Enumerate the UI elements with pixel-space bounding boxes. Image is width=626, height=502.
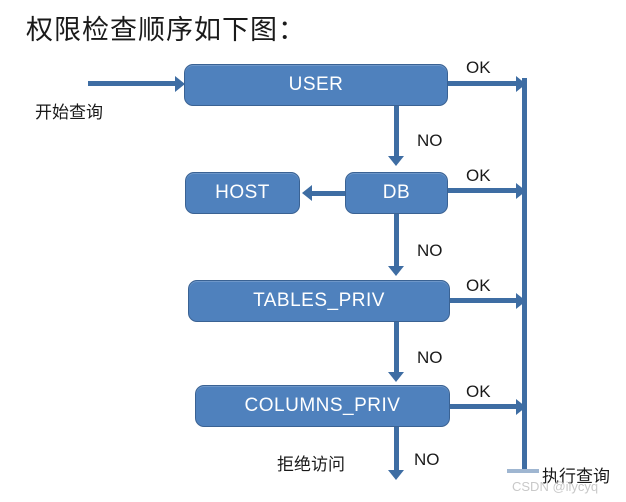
node-host[interactable]: HOST [185,172,300,214]
tables-ok-label: OK [466,276,491,295]
db-no-label: NO [417,241,443,260]
user-no-arrow-head [388,156,404,166]
node-user[interactable]: USER [184,64,448,106]
watermark: CSDN @ilycyq [512,479,599,494]
node-columns-priv-label: COLUMNS_PRIV [244,395,401,416]
db-to-host-arrow-head [302,185,312,201]
user-no-label: NO [417,131,443,150]
node-tables-priv[interactable]: TABLES_PRIV [188,280,450,322]
entry-connector-line [88,81,176,86]
node-tables-priv-label: TABLES_PRIV [253,290,385,311]
node-db-label: DB [382,182,411,203]
node-host-label: HOST [215,182,270,203]
tables-no-connector [393,322,399,374]
tables-ok-arrow-head [516,292,526,309]
db-no-arrow-head [388,266,404,276]
user-ok-arrow-head [516,75,526,92]
db-to-host-connector [312,190,348,196]
columns-ok-label: OK [466,382,491,401]
db-ok-arrow-head [516,182,526,199]
db-ok-label: OK [466,166,491,185]
entry-arrow-head [175,75,185,92]
ok-trunk-terminal-stub [507,468,539,473]
user-ok-connector [448,81,524,86]
tables-no-arrow-head [388,372,404,382]
node-columns-priv[interactable]: COLUMNS_PRIV [195,385,450,427]
tables-no-label: NO [417,348,443,367]
columns-ok-connector [450,404,524,409]
tables-ok-connector [450,298,524,303]
page-title: 权限检查顺序如下图： [26,15,306,45]
columns-no-label: NO [414,450,440,469]
user-ok-label: OK [466,58,491,77]
node-user-label: USER [288,74,344,95]
start-query-label: 开始查询 [35,103,103,122]
db-no-connector [393,214,399,268]
db-ok-connector [448,188,524,193]
node-db[interactable]: DB [345,172,448,214]
columns-no-connector [393,427,399,475]
columns-no-arrow-head [388,470,404,480]
execute-query-label: 执行查询 [542,467,610,486]
user-no-connector [393,106,399,158]
deny-access-label: 拒绝访问 [277,455,345,474]
ok-trunk-connector [521,78,527,471]
columns-ok-arrow-head [516,398,526,415]
